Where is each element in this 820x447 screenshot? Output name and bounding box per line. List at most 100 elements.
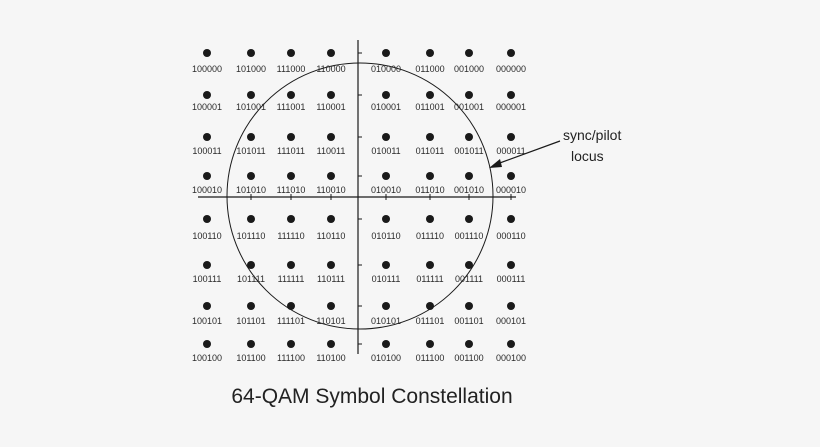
symbol-label: 010001 <box>371 102 401 112</box>
symbol-point: 011101 <box>416 302 445 326</box>
symbol-dot <box>465 91 473 99</box>
symbol-label: 111111 <box>278 274 305 284</box>
symbol-label: 101100 <box>236 353 265 363</box>
symbol-point: 010111 <box>372 261 400 284</box>
symbol-point: 111101 <box>277 302 305 326</box>
symbol-dot <box>465 49 473 57</box>
symbol-point: 100000 <box>192 49 222 74</box>
symbol-dot <box>465 215 473 223</box>
symbol-label: 110010 <box>316 185 345 195</box>
symbol-point: 011000 <box>415 49 445 74</box>
symbol-point: 100110 <box>192 215 222 241</box>
symbol-label: 101110 <box>237 231 266 241</box>
symbol-dot <box>327 261 335 269</box>
symbol-label: 101011 <box>236 146 265 156</box>
symbol-dot <box>287 261 295 269</box>
symbol-point: 111000 <box>277 49 306 74</box>
symbol-dot <box>247 302 255 310</box>
symbol-label: 110011 <box>317 146 346 156</box>
symbol-point: 111011 <box>277 133 305 156</box>
annotation-line-2: locus <box>571 148 604 164</box>
symbol-point: 000011 <box>496 133 526 156</box>
symbol-point: 101101 <box>236 302 266 326</box>
symbol-point: 000101 <box>496 302 526 326</box>
symbol-label: 100011 <box>192 146 221 156</box>
symbol-point: 010011 <box>371 133 401 156</box>
symbol-point: 110111 <box>317 261 345 284</box>
symbol-dot <box>327 302 335 310</box>
symbol-point: 011111 <box>416 261 444 284</box>
symbol-point: 101111 <box>237 261 265 284</box>
symbol-label: 110110 <box>317 231 346 241</box>
symbol-label: 111010 <box>277 185 306 195</box>
symbol-point: 000110 <box>496 215 526 241</box>
symbol-label: 111110 <box>277 231 304 241</box>
symbol-dot <box>203 340 211 348</box>
symbol-point: 010101 <box>371 302 401 326</box>
symbol-label: 101000 <box>236 64 266 74</box>
symbol-dot <box>426 133 434 141</box>
symbol-label: 101001 <box>236 102 266 112</box>
symbol-dot <box>507 302 515 310</box>
symbol-point: 011100 <box>416 340 444 363</box>
symbol-label: 000110 <box>496 231 525 241</box>
symbol-label: 100100 <box>192 353 222 363</box>
symbol-label: 011000 <box>415 64 444 74</box>
symbol-point: 111010 <box>277 172 306 195</box>
symbol-label: 011010 <box>415 185 444 195</box>
symbol-label: 000000 <box>496 64 526 74</box>
symbol-label: 010011 <box>371 146 400 156</box>
symbol-label: 010100 <box>371 353 401 363</box>
symbol-dot <box>507 49 515 57</box>
symbol-dot <box>203 215 211 223</box>
symbol-dot <box>382 133 390 141</box>
symbol-label: 111000 <box>277 64 306 74</box>
symbol-label: 101010 <box>236 185 266 195</box>
symbol-point: 010001 <box>371 91 401 112</box>
symbol-dot <box>382 172 390 180</box>
symbol-dot <box>465 133 473 141</box>
symbol-label: 111101 <box>277 316 305 326</box>
symbol-label: 001101 <box>454 316 483 326</box>
symbol-label: 111001 <box>277 102 306 112</box>
symbol-dot <box>465 340 473 348</box>
constellation-points: 100000 101000 111000 110000 010000 011000 0010… <box>192 49 526 363</box>
symbol-label: 000101 <box>496 316 526 326</box>
symbol-label: 100001 <box>192 102 222 112</box>
symbol-point: 110010 <box>316 172 346 195</box>
symbol-label: 011101 <box>416 316 445 326</box>
symbol-dot <box>247 215 255 223</box>
symbol-label: 001001 <box>454 102 484 112</box>
symbol-label: 100010 <box>192 185 222 195</box>
symbol-point: 001101 <box>454 302 484 326</box>
symbol-point: 001010 <box>454 172 484 195</box>
symbol-label: 110000 <box>316 64 345 74</box>
symbol-dot <box>247 261 255 269</box>
symbol-point: 010000 <box>371 49 401 74</box>
symbol-point: 011010 <box>415 172 445 195</box>
symbol-label: 110111 <box>317 274 345 284</box>
symbol-label: 000010 <box>496 185 526 195</box>
symbol-label: 100110 <box>192 231 221 241</box>
symbol-dot <box>247 91 255 99</box>
symbol-point: 000001 <box>496 91 526 112</box>
axis-ticks <box>250 52 512 345</box>
symbol-label: 010000 <box>371 64 401 74</box>
symbol-point: 110110 <box>317 215 346 241</box>
symbol-point: 000010 <box>496 172 526 195</box>
symbol-point: 011001 <box>415 91 445 112</box>
symbol-point: 100101 <box>192 302 222 326</box>
symbol-dot <box>287 49 295 57</box>
symbol-point: 011011 <box>416 133 444 156</box>
symbol-dot <box>465 261 473 269</box>
symbol-dot <box>287 91 295 99</box>
annotation-arrowhead <box>489 159 502 168</box>
symbol-label: 110001 <box>316 102 345 112</box>
symbol-label: 011001 <box>415 102 444 112</box>
symbol-dot <box>507 172 515 180</box>
symbol-dot <box>247 49 255 57</box>
symbol-label: 001011 <box>454 146 483 156</box>
symbol-dot <box>327 49 335 57</box>
symbol-point: 101010 <box>236 172 266 195</box>
annotation-arrow-shaft <box>496 140 561 165</box>
